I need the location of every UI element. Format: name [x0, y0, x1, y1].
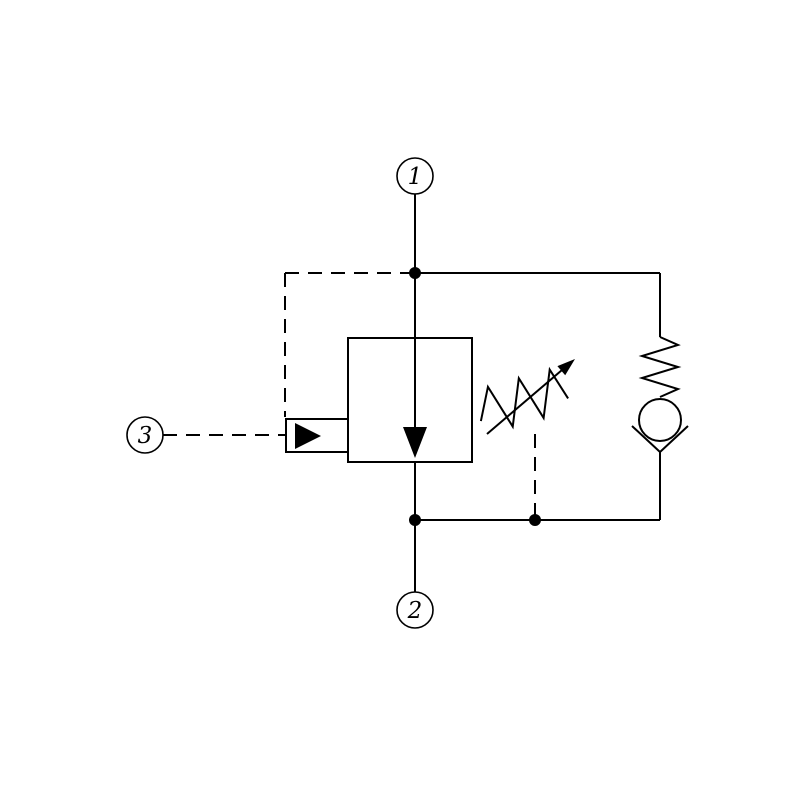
- port-1: 1: [396, 157, 434, 195]
- port-3-label: 3: [138, 423, 153, 449]
- check-valve-spring-icon: [638, 336, 682, 398]
- check-valve: [631, 336, 689, 454]
- adjustable-spring: [479, 359, 575, 435]
- port-2-label: 2: [407, 598, 423, 624]
- port-2: 2: [396, 591, 434, 629]
- adjustment-arrow-shaft: [486, 369, 563, 435]
- junction-dot-bottom-mid: [529, 514, 541, 526]
- flow-arrow-head: [403, 427, 427, 458]
- pilot-actuator: [285, 418, 349, 453]
- adjustable-spring-icon: [479, 366, 569, 430]
- main-valve-body: [347, 337, 473, 463]
- check-valve-ball-icon: [638, 398, 682, 442]
- main-valve-flow-arrow-icon: [403, 338, 427, 458]
- port-1-label: 1: [408, 164, 423, 190]
- adjustment-arrow-head-icon: [557, 359, 575, 376]
- port-3: 3: [126, 416, 164, 454]
- pilot-triangle-icon: [295, 423, 321, 449]
- port-2-circle: [396, 591, 434, 629]
